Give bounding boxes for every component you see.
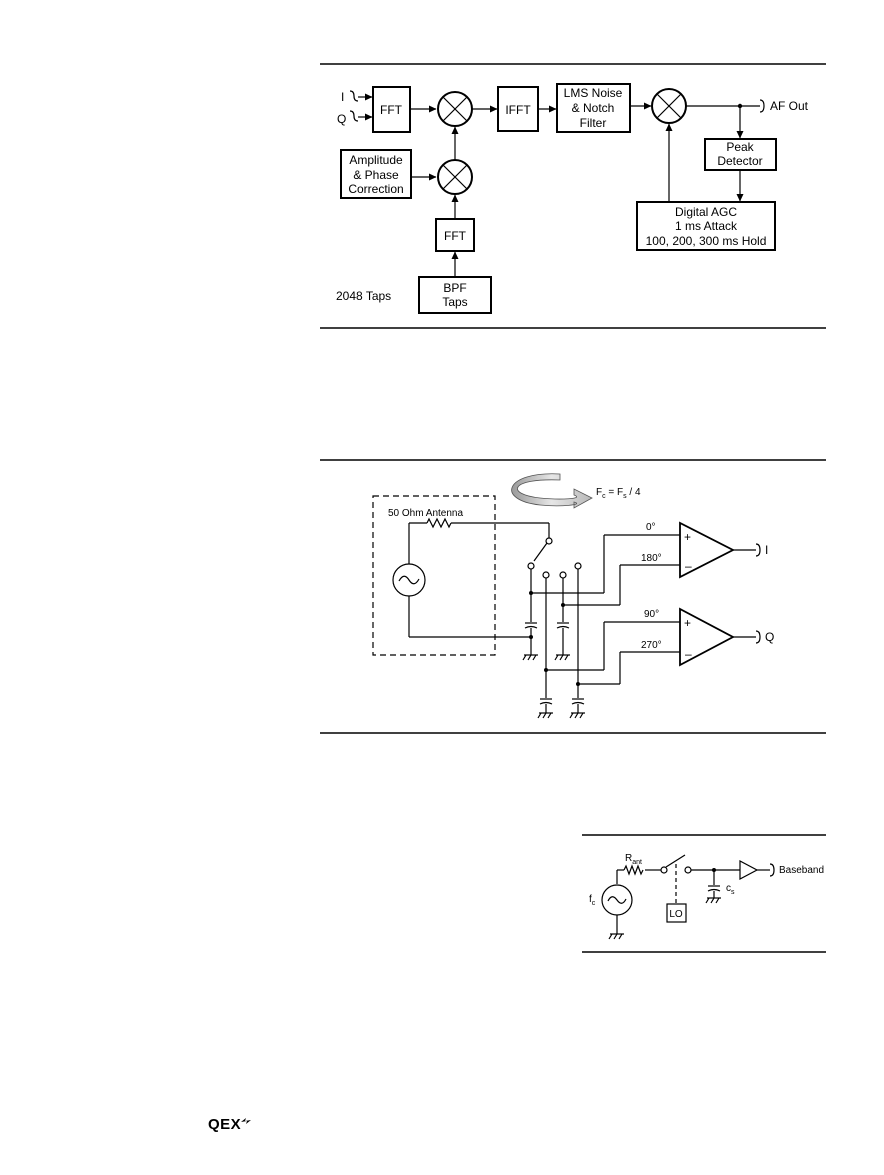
bpf-line-2: Taps [442, 295, 467, 309]
agc-line-3: 100, 200, 300 ms Hold [646, 234, 767, 248]
taps-count-label: 2048 Taps [336, 289, 391, 303]
lo-label: LO [669, 909, 683, 920]
svg-text:QEX: QEX [208, 1116, 241, 1133]
phase-90-label: 90° [644, 609, 659, 620]
capacitor-icon [571, 698, 585, 713]
op-amp-i-plus: + [684, 530, 691, 544]
phase-270-label: 270° [641, 640, 662, 651]
amplitude-phase-correction-block [340, 149, 412, 199]
op-amp-i [679, 521, 735, 579]
ifft-block-label: IFFT [505, 103, 531, 117]
fft-block-2-label: FFT [444, 229, 467, 243]
capacitor-icon [707, 885, 721, 898]
resistor-icon [623, 864, 644, 876]
input-q-brace [349, 110, 359, 122]
lms-filter-block [556, 83, 631, 133]
r-ant-label: Rant [625, 853, 642, 866]
ground-icon [522, 654, 538, 661]
amp-line-3: Correction [348, 182, 403, 196]
antenna-label: 50 Ohm Antenna [388, 508, 463, 519]
lms-line-1: LMS Noise [564, 86, 623, 100]
agc-line-2: 1 ms Attack [675, 219, 738, 233]
ifft-block [497, 86, 539, 132]
af-out-brace [759, 99, 765, 113]
capacitor-icon [539, 698, 553, 713]
resistor-icon [426, 517, 452, 529]
af-out-label: AF Out [770, 99, 809, 113]
rotation-arrow-icon [511, 473, 593, 509]
cs-label: cs [726, 883, 735, 896]
digital-agc-block [636, 201, 776, 251]
lo-block [666, 903, 687, 923]
amp-line-2: & Phase [353, 168, 399, 182]
antenna-dashed-box [372, 495, 496, 656]
buffer-amp [739, 860, 759, 880]
input-i-brace [349, 90, 359, 102]
figure-1-dsp-block-diagram: I Q FFT IFFT LMS Noise & Notch Filter [320, 63, 826, 329]
ac-source-icon [601, 884, 633, 916]
ground-icon [537, 712, 553, 719]
fft-block-label: FFT [380, 103, 403, 117]
fc-label: fc [589, 894, 596, 907]
input-q-label: Q [337, 112, 346, 126]
agc-line-1: Digital AGC [675, 205, 737, 219]
ac-source-icon [392, 563, 426, 597]
ground-icon [554, 654, 570, 661]
capacitor-icon [556, 622, 570, 655]
ground-icon [569, 712, 585, 719]
input-i-label: I [341, 90, 344, 104]
lms-line-2: & Notch [572, 101, 615, 115]
output-i-label: I [765, 543, 768, 557]
mixer-2 [437, 159, 473, 195]
op-amp-q-minus: – [685, 647, 692, 661]
amp-line-1: Amplitude [349, 153, 403, 167]
op-amp-i-minus: – [685, 559, 692, 573]
baseband-label: Baseband [779, 865, 824, 876]
capacitor-icon [524, 622, 538, 655]
ground-icon [608, 933, 624, 940]
qex-logo: QEX [208, 1116, 251, 1133]
commutating-switch [533, 542, 548, 562]
op-amp-q-plus: + [684, 616, 691, 630]
phase-0-label: 0° [646, 522, 656, 533]
mixer-1 [437, 91, 473, 127]
bpf-line-1: BPF [443, 281, 466, 295]
mixer-3 [651, 88, 687, 124]
phase-180-label: 180° [641, 553, 662, 564]
fft-block [372, 86, 411, 133]
ground-icon [705, 897, 721, 904]
rotation-frequency-label: Fc = Fs / 4 [596, 487, 641, 500]
sampling-switch [665, 854, 686, 868]
output-q-label: Q [765, 630, 774, 644]
lms-line-3: Filter [580, 116, 607, 130]
figure-3-sampler: Rant LO fc cs [582, 834, 826, 953]
op-amp-q [679, 607, 735, 667]
figure-2-sampling-detector: Fc = Fs / 4 50 Ohm Antenna [320, 459, 826, 734]
peak-line-2: Detector [717, 154, 762, 168]
peak-line-1: Peak [726, 140, 754, 154]
bpf-taps-block [418, 276, 492, 314]
